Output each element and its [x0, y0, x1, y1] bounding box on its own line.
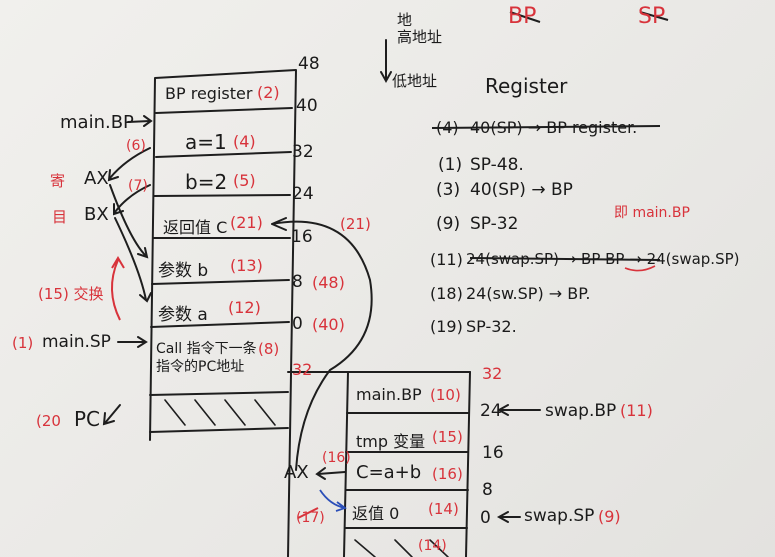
swap-hatch-step: (14) [418, 538, 447, 554]
sp-heading: SP [638, 4, 666, 29]
reg-step-9-text: SP-32 [470, 214, 519, 234]
cell-call-next-pc-step: (8) [258, 340, 280, 358]
step-6: (6) [126, 138, 146, 154]
swap-bp-pointer: swap.BP [545, 401, 617, 421]
ax-register: AX [84, 168, 109, 189]
swap-exchange-label: (15) 交换 [38, 285, 104, 303]
cell-a-step: (4) [233, 132, 256, 151]
swap-cell-tmp: tmp 变量 [356, 432, 426, 451]
cell-b: b=2 [185, 170, 228, 194]
addr-8-alt: (48) [312, 273, 345, 292]
swap-addr-24: 24 [480, 401, 502, 421]
addr-40: 40 [296, 96, 318, 116]
reg-step-11-num: (11) [430, 250, 463, 269]
reg-step-18-text: 24(sw.SP) → BP. [466, 284, 591, 303]
addr-24: 24 [292, 184, 314, 204]
swap-ax-step: (16) [322, 450, 351, 466]
return-c-step: (21) [340, 215, 371, 233]
swap-cell-c: C=a+b [356, 462, 422, 483]
reg-step-3-text: 40(SP) → BP [470, 180, 573, 200]
main-bp-label: main.BP [60, 112, 134, 133]
addr-48: 48 [298, 54, 320, 74]
swap-cell-c-step: (16) [432, 465, 463, 483]
cell-a: a=1 [185, 130, 227, 154]
addr-16: 16 [291, 227, 313, 247]
reg-step-9-num: (9) [436, 214, 461, 234]
high-address-label: 地 高地址 [397, 11, 443, 46]
cell-param-a-step: (12) [228, 298, 261, 317]
addr-8: 8 [292, 272, 303, 292]
swap-ax-step-2: (17) [296, 510, 325, 526]
reg-step-struck-text: 40(SP) → BP register. [470, 118, 638, 137]
cell-call-next-pc: Call 指令下一条 指令的PC地址 [156, 341, 257, 375]
addr-32-bottom: 32 [292, 360, 313, 379]
cell-return-c: 返回值 C [163, 218, 228, 237]
reg-step-19-text: SP-32. [466, 317, 517, 336]
main-stack-outline [149, 69, 297, 557]
reg-step-19-num: (19) [430, 317, 463, 336]
addr-32: 32 [292, 142, 314, 162]
reg-step-struck-num: (4) [436, 118, 459, 137]
cell-param-b: 参数 b [158, 261, 209, 281]
swap-cell-return-0: 返值 0 [352, 504, 400, 523]
swap-ax-register: AX [284, 462, 309, 483]
reg-step-1-text: SP-48. [470, 155, 524, 175]
cell-param-b-step: (13) [230, 256, 263, 275]
low-address-label: 低地址 [392, 72, 438, 90]
main-sp-step: (1) [12, 334, 34, 352]
ax-mark: 寄 [50, 172, 66, 190]
step-7: (7) [128, 178, 148, 194]
swap-sp-pointer: swap.SP [524, 506, 595, 526]
cell-bp-register-step: (2) [257, 83, 280, 102]
swap-addr-8: 8 [482, 480, 493, 500]
swap-cell-tmp-step: (15) [432, 428, 463, 446]
swap-stack-outline [343, 371, 471, 557]
cell-param-a: 参数 a [158, 305, 208, 325]
cell-bp-register: BP register [165, 84, 253, 103]
swap-cell-return-0-step: (14) [428, 500, 459, 518]
swap-sp-pointer-step: (9) [598, 507, 621, 526]
bx-register: BX [84, 204, 109, 225]
reg-step-3-num: (3) [436, 180, 461, 200]
swap-addr-32: 32 [482, 364, 503, 383]
main-sp-label: main.SP [42, 332, 111, 352]
bp-heading: BP [508, 4, 537, 29]
reg-step-11-text: 24(swap.SP) → BP BP → 24(swap.SP) [466, 250, 740, 268]
swap-cell-main-bp-step: (10) [430, 386, 461, 404]
pc-step: (20 [36, 412, 61, 430]
reg-step-1-num: (1) [438, 155, 463, 175]
reg-note-main-bp: 即 main.BP [614, 205, 690, 221]
addr-0: 0 [292, 314, 303, 334]
reg-step-18-num: (18) [430, 284, 463, 303]
pc-label: PC [74, 407, 101, 431]
cell-return-c-step: (21) [230, 213, 263, 232]
swap-bp-pointer-step: (11) [620, 401, 653, 420]
swap-cell-main-bp: main.BP [356, 385, 422, 404]
addr-0-alt: (40) [312, 315, 345, 334]
strike-line-1 [431, 125, 661, 129]
swap-addr-16: 16 [482, 443, 504, 463]
register-heading: Register [485, 74, 568, 98]
cell-b-step: (5) [233, 171, 256, 190]
swap-addr-0: 0 [480, 508, 491, 528]
bx-mark: 目 [52, 208, 68, 226]
